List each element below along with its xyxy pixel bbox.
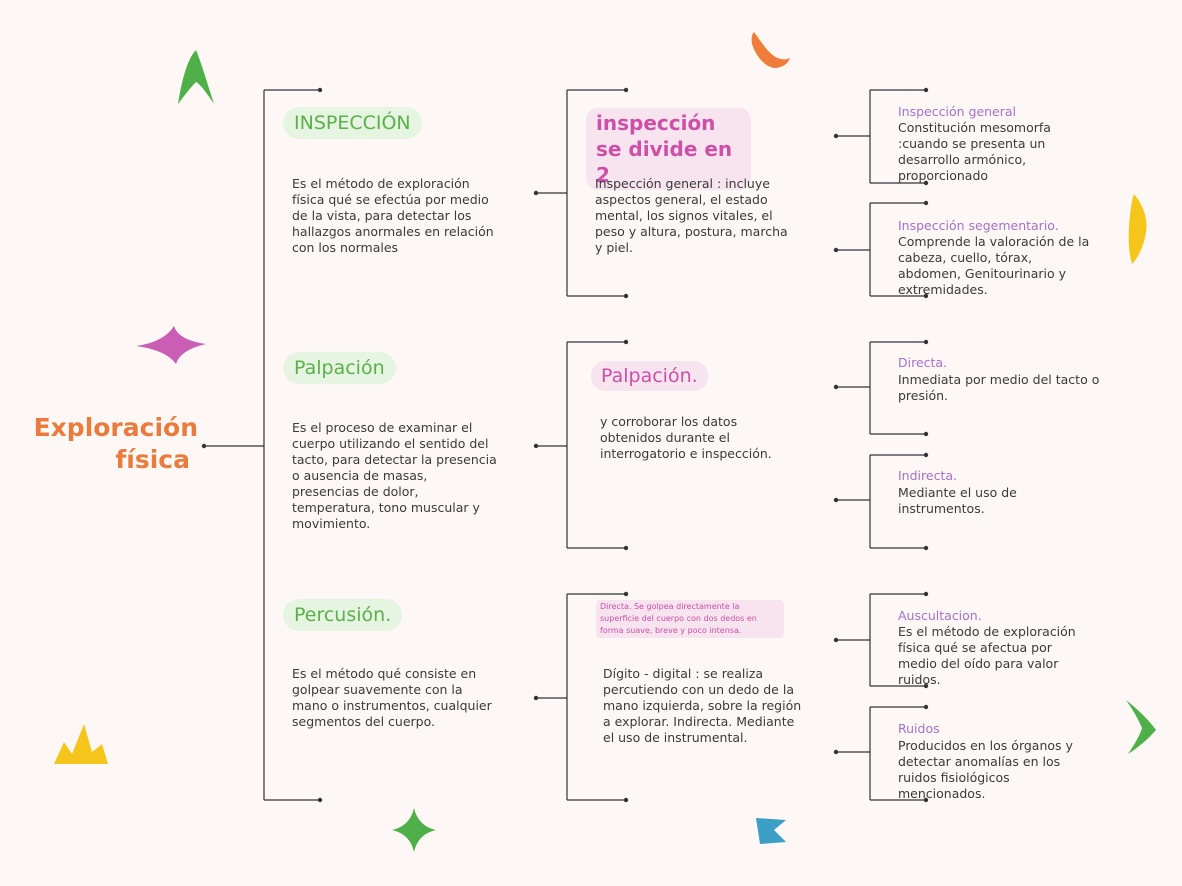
yellow-crescent-shape — [1128, 194, 1147, 264]
green-spike-shape — [178, 50, 214, 104]
leaf-title-inspeccion-segmentario: Inspección segementario. — [898, 218, 1059, 233]
main-topic-line1: Exploración — [33, 413, 198, 442]
main-topic-line2: física — [115, 445, 190, 474]
leaf-text-directa: Inmediata por medio del tacto o presión. — [898, 372, 1100, 403]
leaf-text-inspeccion-general: Constitución mesomorfa :cuando se presen… — [898, 120, 1051, 183]
leaf-title-indirecta: Indirecta. — [898, 468, 957, 483]
sub-note-percusion: Directa. Se golpea directamente la super… — [596, 600, 784, 638]
sub-heading-palpacion: Palpación. — [591, 361, 708, 391]
sub-text-inspeccion: Inspección general : incluye aspectos ge… — [595, 176, 788, 255]
branch-label-inspeccion: INSPECCIÓN — [283, 107, 422, 139]
main-topic-title: Exploración física — [20, 412, 198, 476]
orange-boomerang-shape — [751, 32, 790, 68]
leaf-text-indirecta: Mediante el uso de instrumentos. — [898, 485, 1017, 516]
branch-description-percusion: Es el método qué consiste en golpear sua… — [292, 666, 492, 729]
leaf-title-ruidos: Ruidos — [898, 721, 940, 736]
leaf-text-inspeccion-segmentario: Comprende la valoración de la cabeza, cu… — [898, 234, 1090, 297]
pink-sparkle-shape — [136, 326, 206, 364]
branch-description-palpacion: Es el proceso de examinar el cuerpo util… — [292, 420, 497, 531]
sub-text-percusion: Dígito - digital : se realiza percutiend… — [603, 666, 802, 745]
blue-flag-shape — [756, 818, 786, 844]
sub-text-palpacion: y corroborar los datos obtenidos durante… — [600, 414, 772, 461]
branch-label-palpacion: Palpación — [283, 352, 396, 384]
branch-description-inspeccion: Es el método de exploración física qué s… — [292, 176, 494, 255]
green-chevron-shape — [1126, 700, 1156, 754]
green-sparkle-shape — [392, 808, 436, 852]
sub-heading-inspeccion: inspección se divide en 2 — [586, 108, 751, 190]
leaf-title-inspeccion-general: Inspección general — [898, 104, 1017, 119]
leaf-title-auscultacion: Auscultacion. — [898, 608, 982, 623]
leaf-text-ruidos: Producidos en los órganos y detectar ano… — [898, 738, 1073, 801]
leaf-title-directa: Directa. — [898, 355, 948, 370]
leaf-text-auscultacion: Es el método de exploración física qué s… — [898, 624, 1076, 687]
branch-label-percusion: Percusión. — [283, 599, 403, 631]
yellow-crown-shape — [54, 724, 108, 764]
